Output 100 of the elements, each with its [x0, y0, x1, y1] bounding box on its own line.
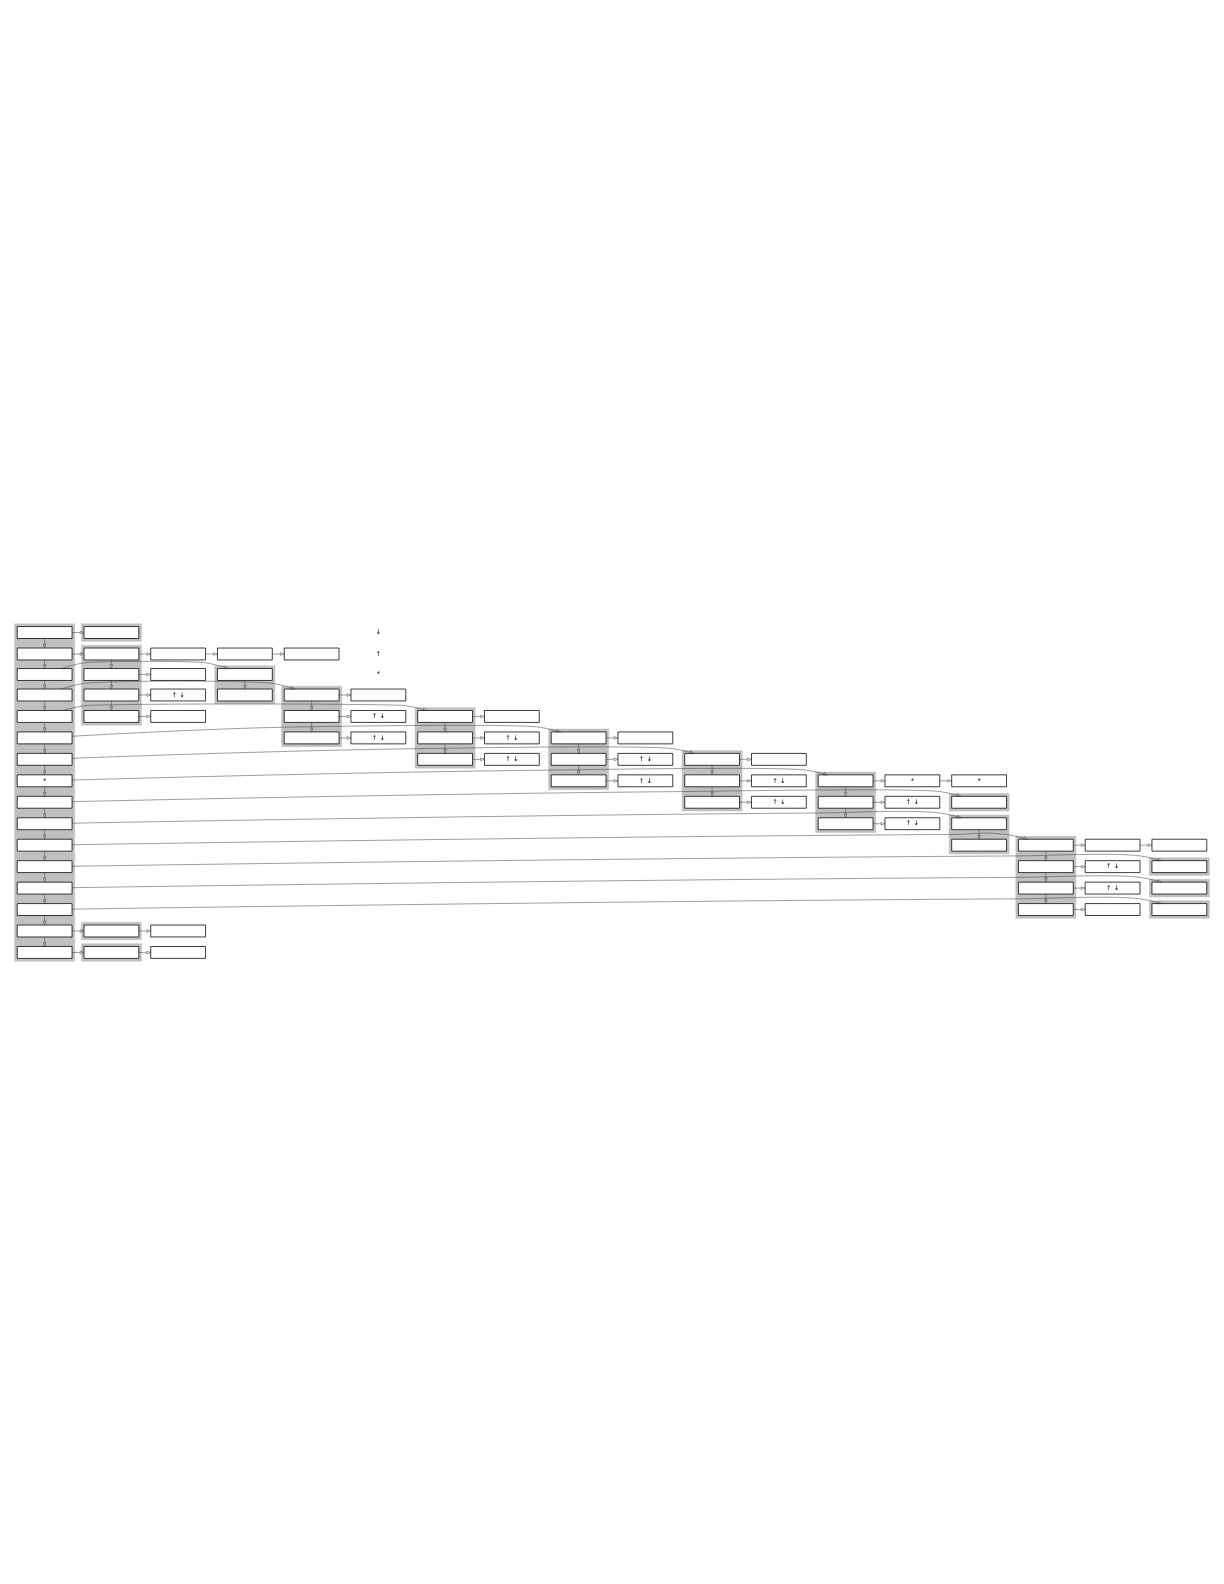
- arrow: [71, 875, 1162, 888]
- arrow: [62, 703, 428, 711]
- node-box: [16, 667, 73, 681]
- node-box: [283, 647, 340, 660]
- arrow: [72, 746, 695, 759]
- arrow: [472, 757, 485, 761]
- node-box: [16, 709, 73, 723]
- node-box: [550, 731, 607, 744]
- arrow: [71, 853, 1162, 866]
- arrow: [710, 786, 714, 796]
- arrow: [71, 630, 85, 634]
- node-box: [83, 647, 140, 660]
- arrow: [338, 692, 352, 697]
- node-box: [283, 731, 340, 744]
- node-box: [83, 688, 140, 701]
- arrow: [43, 679, 47, 689]
- node-box: [16, 859, 73, 873]
- arrow: [71, 832, 1028, 845]
- arrow: [71, 651, 85, 656]
- arrow: [43, 850, 47, 861]
- node-box: [16, 752, 73, 766]
- arrow: [710, 764, 714, 775]
- node-box: [417, 731, 473, 744]
- arrow: [872, 821, 886, 825]
- node-box: [16, 795, 73, 809]
- arrow: [43, 721, 47, 732]
- arrow: [1044, 872, 1048, 882]
- arrow: [205, 651, 218, 656]
- arrow: [43, 700, 47, 711]
- node-box: [951, 838, 1007, 851]
- arrow: [310, 700, 314, 711]
- node-box: [16, 924, 73, 937]
- node-box: [150, 924, 206, 937]
- arrow: [43, 914, 47, 925]
- arrow: [138, 672, 151, 676]
- arrow: [43, 743, 47, 754]
- node-box: [217, 688, 273, 701]
- arrow: [1073, 907, 1086, 911]
- node-box: [83, 709, 140, 723]
- node-box: [16, 902, 73, 916]
- arrow: [71, 724, 561, 736]
- arrow: [739, 800, 752, 804]
- node-box: [83, 667, 140, 681]
- arrow: [1073, 864, 1086, 868]
- node-box: [16, 838, 73, 851]
- arrow: [43, 659, 47, 669]
- node-box: [1084, 902, 1141, 916]
- arrow: [43, 637, 47, 648]
- node-box: [417, 752, 473, 766]
- arrow: [109, 679, 113, 689]
- node-box: [550, 774, 607, 787]
- node-box: [817, 816, 874, 830]
- node-box: [150, 945, 206, 959]
- node-box: [684, 774, 740, 787]
- node-box: [16, 688, 73, 701]
- arrow: [243, 679, 247, 689]
- arrow: [43, 872, 47, 882]
- arrow: [739, 778, 752, 782]
- arrow: [71, 767, 828, 780]
- node-box: [283, 688, 340, 701]
- arrow: [1139, 843, 1153, 847]
- arrow: [310, 721, 314, 732]
- node-box: [1084, 838, 1141, 851]
- node-box: [150, 709, 206, 723]
- arrow: [844, 786, 848, 796]
- arrow: [577, 764, 581, 775]
- arrow: [844, 807, 848, 818]
- node-box: [217, 647, 273, 660]
- node-box: [350, 688, 407, 701]
- arrow: [1044, 850, 1048, 861]
- arrow: [60, 680, 296, 689]
- node-box: [751, 752, 807, 766]
- arrow: [272, 651, 285, 656]
- node-box: [550, 752, 607, 766]
- arrow: [43, 786, 47, 796]
- arrow: [739, 757, 752, 761]
- node-box: [16, 945, 73, 959]
- arrow: [443, 721, 447, 732]
- node-box: [684, 795, 740, 809]
- arrow: [872, 800, 886, 804]
- node-box: [16, 816, 73, 830]
- arrow: [338, 714, 352, 718]
- node-box: [484, 709, 540, 723]
- node-box: [1018, 859, 1074, 873]
- arrow: [109, 700, 113, 711]
- arrow: [605, 735, 619, 739]
- arrow: [71, 789, 962, 802]
- arrow: [472, 714, 485, 718]
- node-box: [1151, 838, 1208, 851]
- arrow: [939, 778, 952, 782]
- node-box: [817, 795, 874, 809]
- node-box: [1018, 881, 1074, 894]
- arrow: [338, 735, 352, 739]
- node-box: [16, 731, 73, 744]
- arrow: [138, 928, 151, 933]
- arrow: [43, 807, 47, 818]
- arrow: [1044, 893, 1048, 904]
- arrow: [872, 778, 886, 782]
- arrow: [138, 714, 151, 718]
- arrow: [71, 928, 85, 933]
